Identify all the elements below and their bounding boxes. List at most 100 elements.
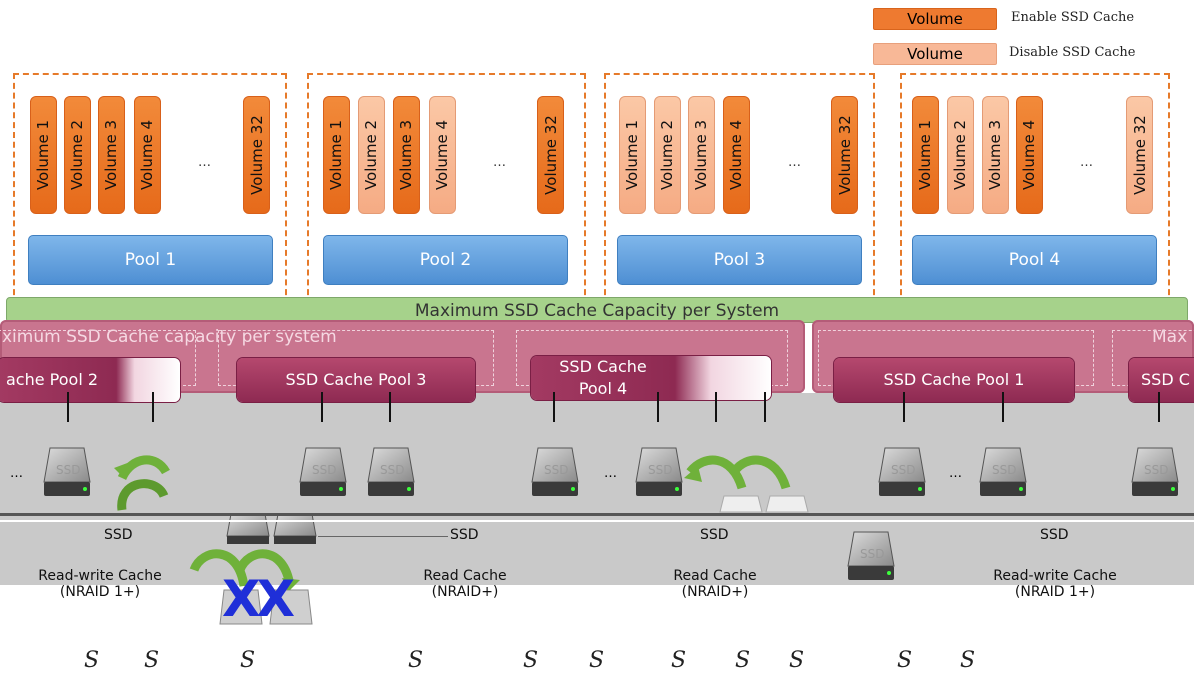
- ssd-label: SSD: [450, 527, 479, 543]
- drive-ellipsis: …: [604, 466, 617, 481]
- ssd-label: SSD: [700, 527, 729, 543]
- bottom-glyph: S: [897, 648, 913, 673]
- svg-text:SSD: SSD: [1144, 463, 1168, 477]
- svg-text:SSD: SSD: [380, 463, 404, 477]
- cache-mode-label: Read Cache(NRAID+): [423, 568, 507, 600]
- svg-text:SSD: SSD: [312, 463, 336, 477]
- ssd-drive-icon: SSD: [979, 447, 1027, 496]
- legend-text-enabled: Enable SSD Cache: [1011, 10, 1135, 25]
- bottom-glyph: S: [960, 648, 976, 673]
- pool-3-bar: Pool 3: [617, 235, 862, 285]
- curved-arrow-icon: [114, 455, 170, 511]
- pool1-volume: Volume 4: [134, 96, 161, 214]
- ssd-cache-pool-1: SSD Cache Pool 1: [834, 358, 1074, 402]
- pool2-volume: Volume 3: [393, 96, 420, 214]
- connector-line: [1158, 392, 1160, 422]
- overlay-text-right: Max: [1152, 327, 1188, 347]
- cache-mode-label: Read Cache(NRAID+): [673, 568, 757, 600]
- pool4-volume: Volume 1: [912, 96, 939, 214]
- cache-mode-label: Read-write Cache(NRAID 1+): [993, 568, 1117, 600]
- pool1-volume: Volume 32: [243, 96, 270, 214]
- drive-ellipsis: …: [10, 466, 23, 481]
- pool2-volume: Volume 2: [358, 96, 385, 214]
- bottom-glyph: S: [408, 648, 424, 673]
- ssd-drive-icon: SSD: [878, 447, 926, 496]
- pool-2-bar: Pool 2: [323, 235, 568, 285]
- ssd-drive-icon: [219, 589, 313, 625]
- svg-text:SSD: SSD: [544, 463, 568, 477]
- max-capacity-bar: Maximum SSD Cache Capacity per System: [6, 297, 1188, 323]
- ssd-cache-pool-3: SSD Cache Pool 3: [237, 358, 475, 402]
- pool3-volume: Volume 2: [654, 96, 681, 214]
- ssd-drive-icon: SSD: [299, 447, 347, 496]
- ssd-drive-icon: SSD: [1131, 447, 1179, 496]
- bottom-glyph: S: [144, 648, 160, 673]
- connector-line: [715, 392, 717, 422]
- bottom-glyph: S: [671, 648, 687, 673]
- legend-text-disabled: Disable SSD Cache: [1009, 45, 1136, 60]
- curved-arrow-icon: [684, 455, 791, 490]
- bottom-glyph: S: [84, 648, 100, 673]
- ssd-drive-icon: SSD: [43, 447, 91, 496]
- pool2-volume: Volume 32: [537, 96, 564, 214]
- ssd-cache-pool-partial: SSD C: [1129, 358, 1194, 402]
- connector-line: [389, 392, 391, 422]
- bottom-glyph: S: [589, 648, 605, 673]
- connector-line: [321, 392, 323, 422]
- pool-1-bar: Pool 1: [28, 235, 273, 285]
- pool1-volume: Volume 1: [30, 96, 57, 214]
- ssd-drive-icon: [765, 495, 809, 513]
- curved-arrow-icon: [189, 549, 300, 590]
- drive-ellipsis: …: [949, 466, 962, 481]
- pool4-volume: Volume 4: [1016, 96, 1043, 214]
- svg-text:SSD: SSD: [891, 463, 915, 477]
- pool1-volume: Volume 2: [64, 96, 91, 214]
- ssd-cache-pool-4: SSD Cache Pool 4: [531, 356, 771, 400]
- pool3-volume: Volume 4: [723, 96, 750, 214]
- pool3-volume: Volume 1: [619, 96, 646, 214]
- pool4-ellipsis: …: [1080, 155, 1093, 170]
- ssd-label: SSD: [104, 527, 133, 543]
- pool3-ellipsis: …: [788, 155, 801, 170]
- connector-line: [553, 392, 555, 422]
- bottom-glyph: S: [789, 648, 805, 673]
- connector-line: [657, 392, 659, 422]
- pool4-volume: Volume 3: [982, 96, 1009, 214]
- pool4-volume: Volume 32: [1126, 96, 1153, 214]
- ssd-label: SSD: [1040, 527, 1069, 543]
- pool2-ellipsis: …: [493, 155, 506, 170]
- ssd-drive-icon: SSD: [847, 531, 895, 580]
- pool1-volume: Volume 3: [98, 96, 125, 214]
- ssd-drive-icon: SSD: [635, 447, 683, 496]
- overlay-text-left: ximum SSD Cache capacity per system: [2, 327, 337, 347]
- pool3-volume: Volume 32: [831, 96, 858, 214]
- pool-4-bar: Pool 4: [912, 235, 1157, 285]
- connector-line: [764, 392, 766, 422]
- connector-line: [67, 392, 69, 422]
- max-capacity-text: Maximum SSD Cache Capacity per System: [414, 301, 780, 321]
- bottom-glyph: S: [735, 648, 751, 673]
- ssd-pointer-line: [318, 536, 448, 537]
- pool2-volume: Volume 1: [323, 96, 350, 214]
- svg-text:SSD: SSD: [648, 463, 672, 477]
- bottom-glyph: S: [523, 648, 539, 673]
- bottom-glyph: S: [240, 648, 256, 673]
- connector-line: [152, 392, 154, 422]
- svg-text:SSD: SSD: [56, 463, 80, 477]
- pool1-ellipsis: …: [198, 155, 211, 170]
- svg-text:SSD: SSD: [992, 463, 1016, 477]
- cache-mode-label: Read-write Cache(NRAID 1+): [38, 568, 162, 600]
- backplane-line: [0, 513, 1194, 516]
- failed-drive-x-mark: XX: [222, 570, 295, 628]
- pool4-volume: Volume 2: [947, 96, 974, 214]
- pool3-volume: Volume 3: [688, 96, 715, 214]
- connector-line: [903, 392, 905, 422]
- ssd-drive-icon: SSD: [367, 447, 415, 496]
- svg-text:SSD: SSD: [860, 547, 884, 561]
- connector-line: [1002, 392, 1004, 422]
- backplane-line: [0, 520, 1194, 522]
- ssd-drive-icon: SSD: [531, 447, 579, 496]
- legend-chip-disabled: Volume: [873, 43, 997, 65]
- ssd-cache-pool-2: ache Pool 2: [0, 358, 180, 402]
- legend-chip-enabled: Volume: [873, 8, 997, 30]
